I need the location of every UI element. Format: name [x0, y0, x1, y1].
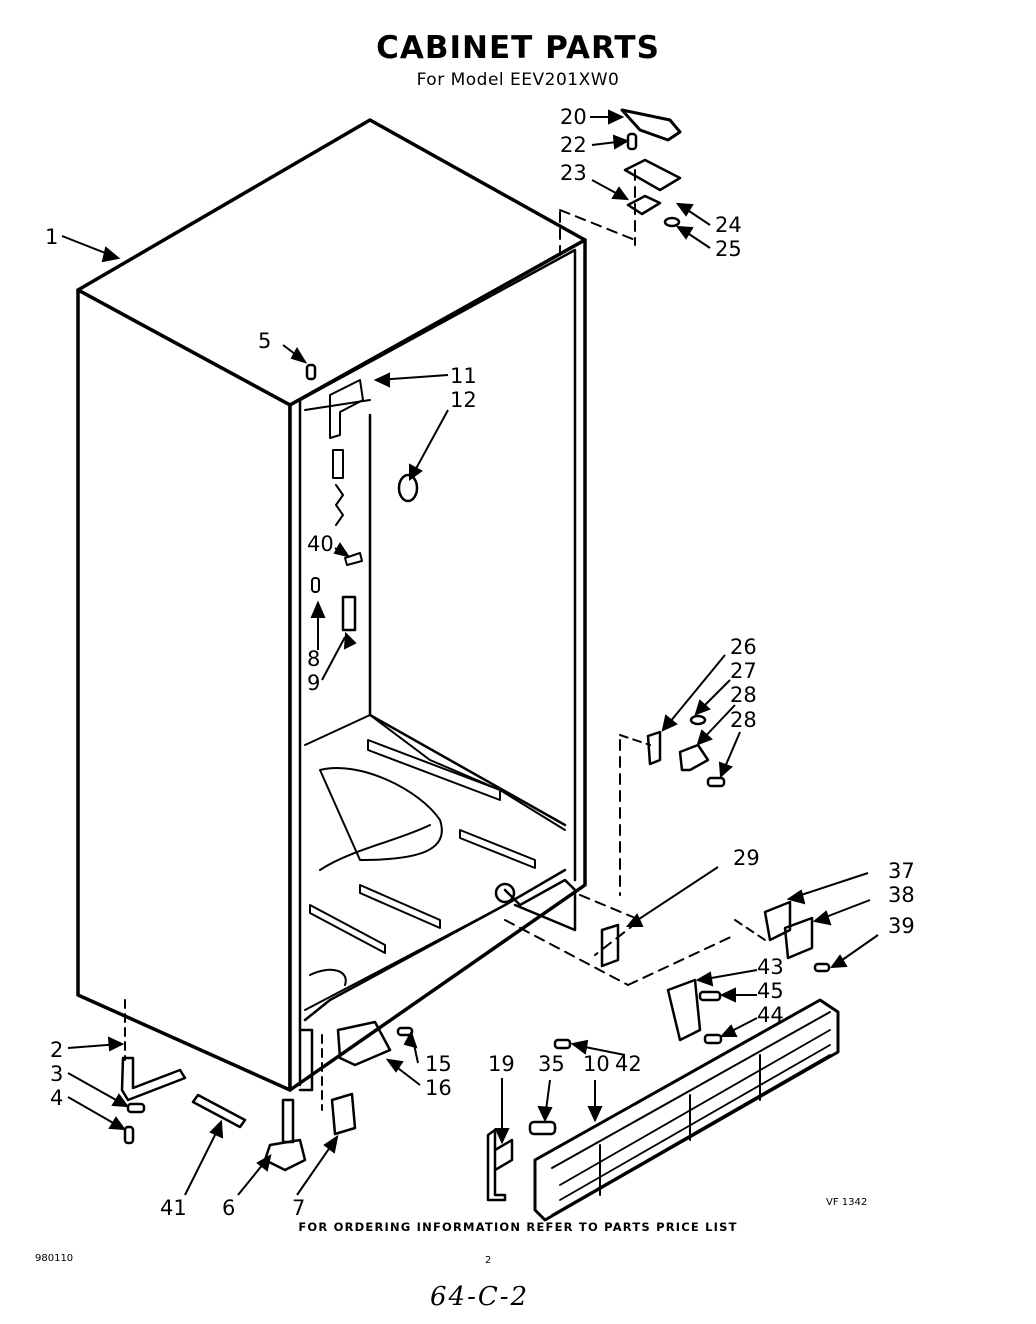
callout-45: 45: [757, 979, 784, 1003]
callout-44: 44: [757, 1003, 784, 1027]
callout-19: 19: [488, 1052, 515, 1076]
callout-26: 27: [730, 659, 757, 683]
callout-3: 3: [50, 1062, 63, 1086]
callout-20: 20: [560, 105, 587, 129]
cabinet-shell: [76, 118, 587, 1111]
callout-28-top: 22: [560, 133, 587, 157]
callout-9: 9: [307, 671, 320, 695]
callout-35: 35: [538, 1052, 565, 1076]
callout-39: 39: [888, 914, 915, 938]
callout-6: 6: [222, 1196, 235, 1220]
callout-28-mid: 28: [730, 708, 757, 732]
middle-hinge-assembly: [619, 714, 726, 896]
callout-38: 38: [888, 883, 915, 907]
ordering-footer: FOR ORDERING INFORMATION REFER TO PARTS …: [298, 1220, 738, 1234]
callout-11: 11: [450, 364, 477, 388]
left-lower-parts: [120, 363, 414, 1172]
callout-1: 1: [45, 225, 58, 249]
toe-grille: [533, 998, 840, 1222]
callout-8: 8: [307, 647, 320, 671]
top-hinge-assembly: [559, 108, 682, 256]
page-title: CABINET PARTS: [376, 30, 660, 66]
callout-41: 41: [160, 1196, 187, 1220]
callout-22: 23: [560, 161, 587, 185]
callout-16: 16: [425, 1076, 452, 1100]
callout-12: 12: [450, 388, 477, 412]
callout-2: 2: [50, 1038, 63, 1062]
right-bracket-assembly: [734, 900, 831, 973]
callout-43: 43: [757, 955, 784, 979]
callout-42: 42: [615, 1052, 642, 1076]
callout-23: 24: [715, 213, 742, 237]
document-code: 980110: [35, 1253, 74, 1264]
figure-code: VF 1342: [826, 1197, 868, 1208]
callout-37: 37: [888, 859, 915, 883]
callout-40: 40: [307, 532, 334, 556]
callout-29: 29: [733, 846, 760, 870]
bottom-hinge-assembly: [504, 894, 736, 986]
callout-7: 7: [292, 1196, 305, 1220]
grille-small-parts: [486, 1038, 572, 1202]
callout-25: 26: [730, 635, 757, 659]
lower-bracket-assembly: [666, 978, 723, 1045]
callout-24: 25: [715, 237, 742, 261]
callout-5: 5: [258, 329, 271, 353]
handwritten-note: 64-C-2: [430, 1282, 530, 1312]
page-number: 2: [485, 1255, 492, 1266]
model-subtitle: For Model EEV201XW0: [416, 70, 620, 90]
callout-10: 10: [583, 1052, 610, 1076]
callout-15: 15: [425, 1052, 452, 1076]
callout-4: 4: [50, 1086, 63, 1110]
callout-27: 28: [730, 683, 757, 707]
